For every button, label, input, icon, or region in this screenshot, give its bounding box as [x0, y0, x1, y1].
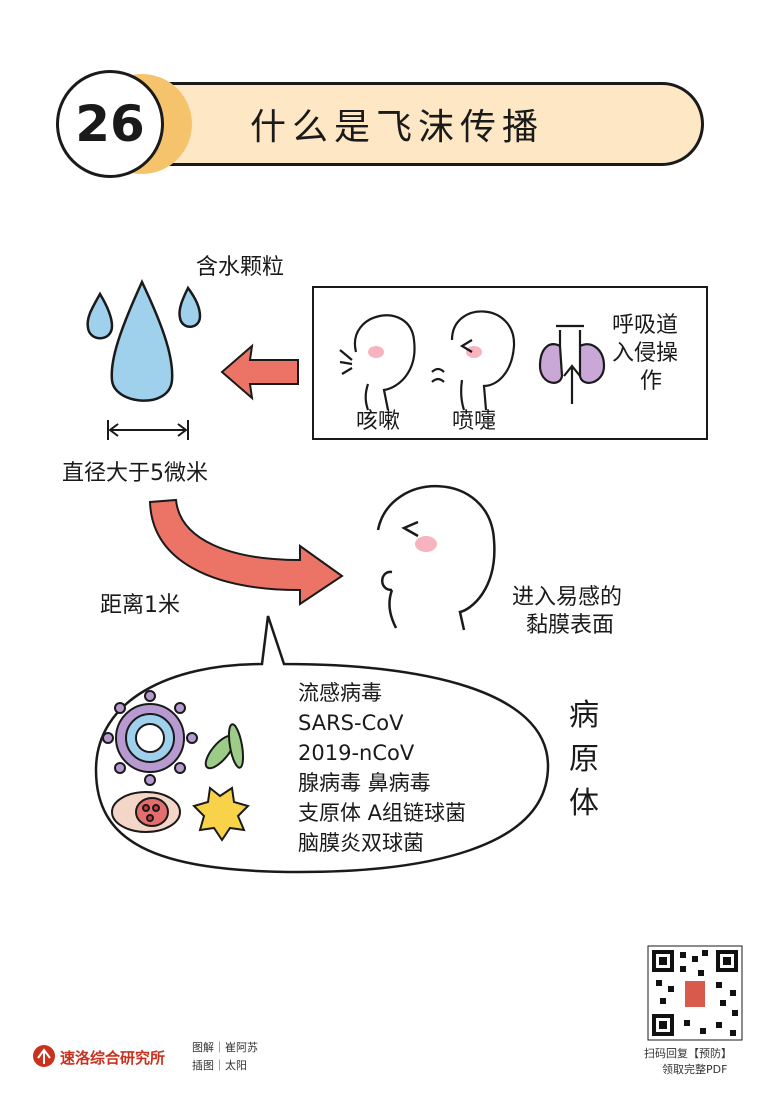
arrow-curved-icon: [148, 498, 344, 606]
pathogen-label: 病 原 体: [569, 698, 599, 821]
sneezing-head-icon: [431, 310, 516, 411]
distance-label: 距离1米: [100, 593, 180, 618]
virus-icon: [102, 690, 198, 786]
pathogen-item: 脑膜炎双球菌: [298, 831, 424, 855]
receiving-head-icon: [376, 485, 496, 631]
number-badge: 26: [56, 70, 164, 178]
title-bar: [108, 82, 704, 166]
logo-text: 速洛综合研究所: [60, 1049, 166, 1067]
logo-icon: [33, 1045, 55, 1067]
target-label: 进入易感的 黏膜表面: [512, 585, 623, 638]
qr-caption-2: 领取完整PDF: [662, 1063, 728, 1076]
water-droplet-icon: [86, 279, 202, 402]
pathogen-item: 2019-nCoV: [298, 741, 415, 765]
pathogen-list: 流感病毒 SARS-CoV 2019-nCoV 腺病毒 鼻病毒 支原体 A组链球…: [298, 678, 466, 858]
coughing-head-icon: [339, 314, 416, 411]
qr-code-icon[interactable]: [647, 945, 743, 1041]
bacteria-icon: [204, 723, 245, 770]
page-title: 什么是飞沫传播: [250, 107, 545, 148]
credit-illustration: 图解｜崔阿苏: [192, 1041, 258, 1054]
spiky-cell-icon: [192, 786, 250, 842]
sources-box: [312, 286, 708, 440]
qr-caption-1: 扫码回复【预防】: [644, 1047, 732, 1060]
diameter-label: 直径大于5微米: [62, 461, 208, 486]
lungs-icon: [538, 324, 606, 404]
pathogen-item: 支原体 A组链球菌: [298, 801, 467, 825]
pathogen-item: 流感病毒: [298, 681, 382, 705]
sneeze-label: 喷嚏: [452, 409, 497, 434]
pathogen-item: 腺病毒 鼻病毒: [298, 771, 431, 795]
cough-label: 咳嗽: [356, 409, 401, 434]
arrow-left-icon: [220, 343, 299, 401]
credit-drawing: 插图｜太阳: [192, 1059, 247, 1072]
cell-icon: [111, 791, 181, 833]
diameter-marker: [107, 420, 189, 440]
droplet-label: 含水颗粒: [196, 255, 285, 280]
pathogen-item: SARS-CoV: [298, 711, 404, 735]
airway-label: 呼吸道 入侵操 作: [612, 313, 679, 394]
